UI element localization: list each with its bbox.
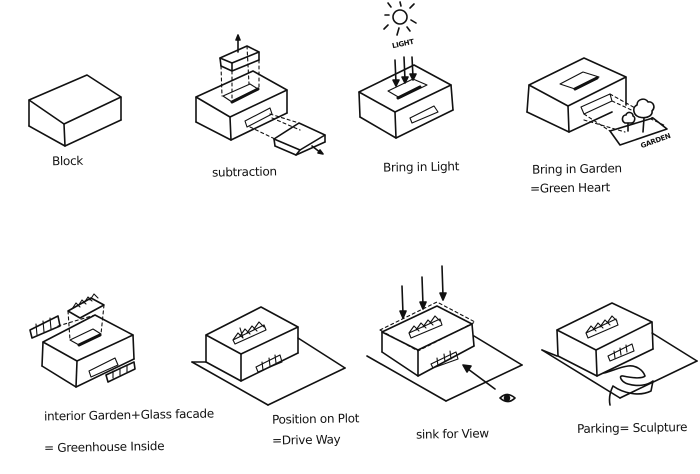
sun-icon (383, 1, 417, 36)
label-bring-in-garden: Bring in Garden (531, 161, 622, 177)
sketch-position-on-plot (191, 306, 346, 406)
label-subtraction: subtraction (211, 164, 277, 180)
sketch-sink-for-view (366, 265, 523, 402)
sketch-block (28, 74, 122, 147)
eye-icon (499, 393, 516, 403)
label-greenhouse-inside: = Greenhouse Inside (43, 438, 165, 456)
sketch-interior-garden (29, 293, 136, 388)
label-interior-garden: interior Garden+Glass facade (43, 406, 214, 424)
label-drive-way: =Drive Way (271, 432, 341, 448)
sketch-subtraction (195, 34, 326, 156)
label-sink-for-view: sink for View (415, 426, 489, 442)
label-bring-in-light: Bring in Light (382, 159, 460, 175)
label-block: Block (51, 153, 84, 169)
sketch-bring-in-light (358, 56, 454, 139)
sketch-bring-in-garden (526, 57, 668, 146)
label-parking-sculpture: Parking= Sculpture (576, 420, 688, 436)
label-position-on-plot: Position on Plot (271, 411, 360, 427)
sketch-parking-sculpture (541, 302, 698, 406)
label-green-heart: =Green Heart (529, 180, 611, 196)
tree-icon (621, 98, 655, 133)
